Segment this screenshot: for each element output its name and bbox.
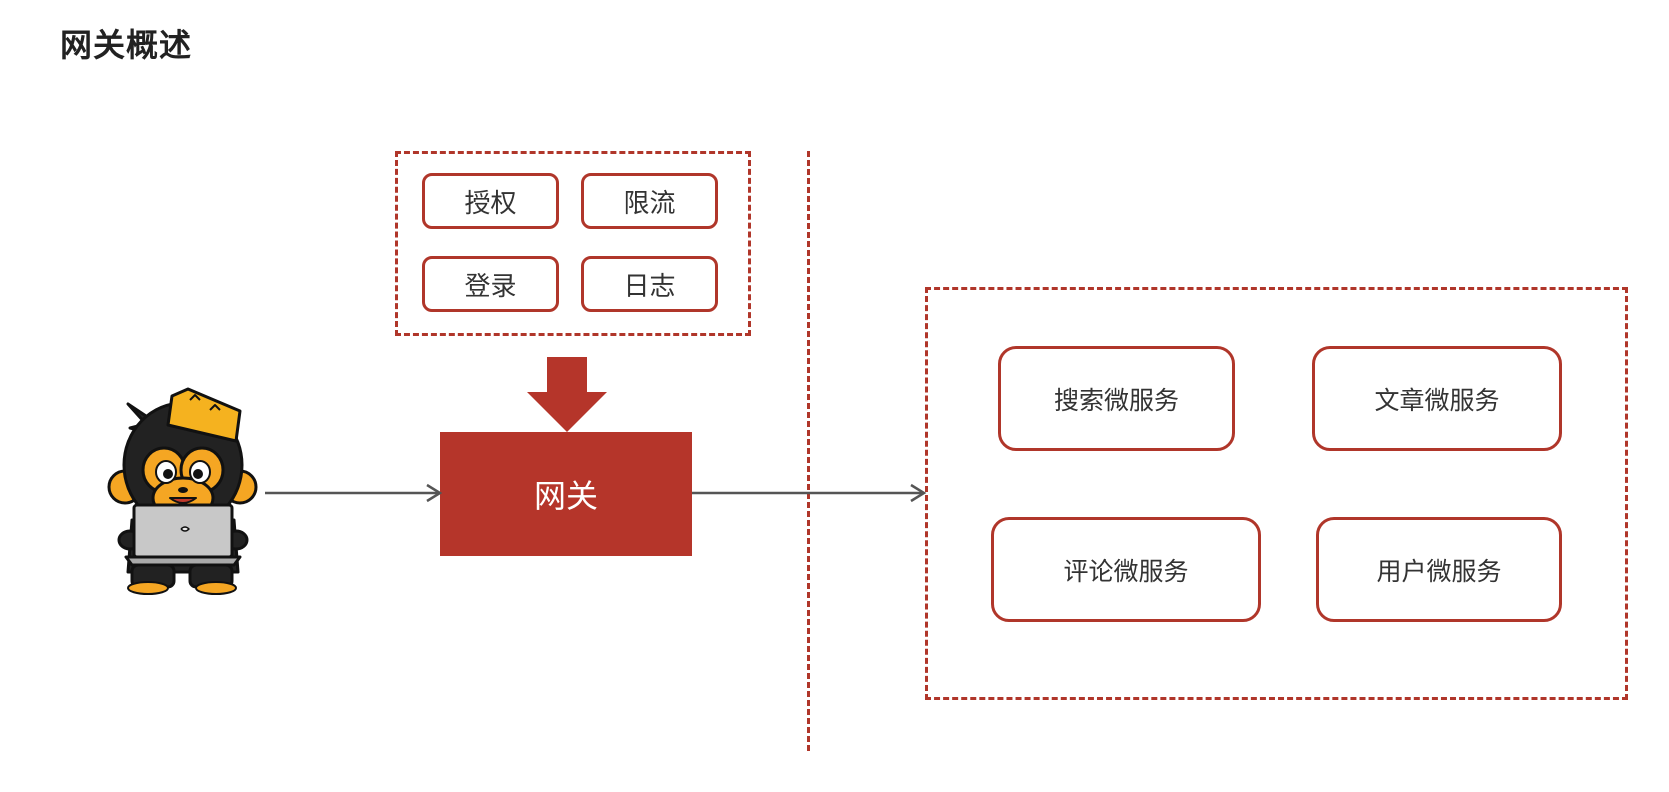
microservices-group <box>925 287 1628 700</box>
block-down-arrow-icon <box>527 357 607 432</box>
gateway-to-services-arrow-icon <box>692 483 927 503</box>
boundary-divider <box>807 151 810 751</box>
service-article: 文章微服务 <box>1312 346 1562 451</box>
service-comment: 评论微服务 <box>991 517 1261 622</box>
service-search: 搜索微服务 <box>998 346 1235 451</box>
feature-logging: 日志 <box>581 256 718 312</box>
mascot-with-laptop-icon <box>107 387 258 595</box>
page-title: 网关概述 <box>60 26 193 64</box>
feature-login: 登录 <box>422 256 559 312</box>
service-user: 用户微服务 <box>1316 517 1562 622</box>
client-to-gateway-arrow-icon <box>265 483 443 503</box>
features-group <box>395 151 751 336</box>
feature-authorization: 授权 <box>422 173 559 229</box>
feature-rate-limiting: 限流 <box>581 173 718 229</box>
gateway-box: 网关 <box>440 432 692 556</box>
